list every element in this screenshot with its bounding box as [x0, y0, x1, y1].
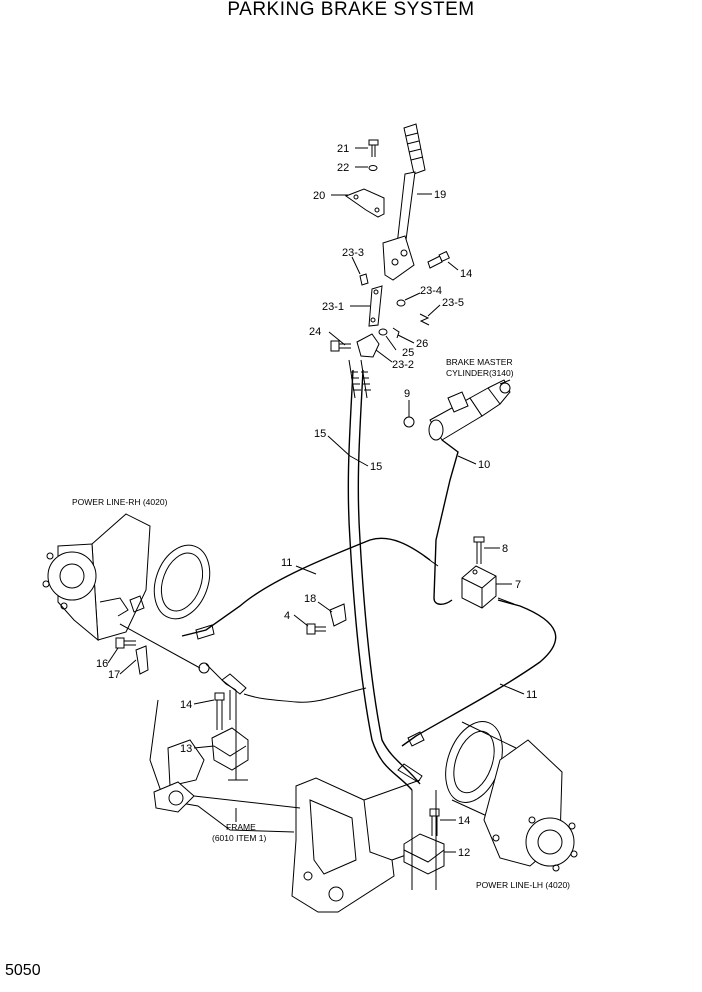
label-12: 12: [458, 847, 470, 859]
caption-frame-2: (6010 ITEM 1): [212, 833, 266, 843]
label-14-left: 14: [180, 699, 192, 711]
bolt-21: [368, 139, 379, 157]
bracket-12: [403, 833, 445, 875]
label-8: 8: [502, 543, 508, 555]
label-11-rh: 11: [281, 557, 292, 569]
caption-power-line-rh: POWER LINE-RH (4020): [72, 497, 168, 507]
page-title: PARKING BRAKE SYSTEM: [227, 0, 475, 20]
hand-brake-lever: [382, 123, 426, 281]
label-11-lh: 11: [526, 689, 537, 701]
label-18: 18: [304, 593, 316, 605]
caption-frame-1: FRAME: [226, 822, 256, 832]
link-23-1: [368, 285, 383, 327]
label-24: 24: [309, 326, 321, 338]
bolt-24: [330, 340, 351, 352]
label-23-4: 23-4: [420, 285, 442, 297]
clip-17: [135, 645, 149, 675]
brake-line-11-lh: [401, 599, 557, 747]
label-15-right: 15: [370, 461, 382, 473]
label-7: 7: [515, 579, 521, 591]
label-9: 9: [404, 388, 410, 400]
bolt-14-right: [429, 808, 440, 836]
label-20: 20: [313, 190, 325, 202]
label-23-1: 23-1: [322, 301, 344, 313]
washer-23-4: [396, 299, 406, 307]
label-14-right: 14: [458, 815, 470, 827]
label-13: 13: [180, 743, 192, 755]
spring-23-5: [419, 313, 430, 326]
washer-22: [368, 165, 378, 171]
bolt-14-upper: [427, 250, 450, 269]
label-23-2: 23-2: [392, 359, 414, 371]
clip-26: [392, 327, 400, 339]
label-17: 17: [108, 669, 120, 681]
label-22: 22: [337, 162, 349, 174]
caption-brake-master-2: CYLINDER(3140): [446, 368, 514, 378]
parking-cables-15: [347, 359, 421, 791]
pin-23-3: [359, 273, 369, 286]
page-number: 5050: [5, 962, 41, 979]
brake-tube-10: [433, 439, 459, 605]
bolt-8: [473, 536, 485, 564]
label-23-5: 23-5: [442, 297, 464, 309]
label-26: 26: [416, 338, 428, 350]
clevis-23-2: [356, 333, 380, 358]
label-16: 16: [96, 658, 108, 670]
power-line-lh: [445, 721, 578, 872]
leader-lines: [107, 147, 525, 853]
label-25: 25: [402, 347, 414, 359]
bolt-4: [306, 623, 326, 635]
brake-master-cylinder: [428, 379, 511, 441]
label-4: 4: [284, 610, 290, 622]
bracket-13: [211, 727, 249, 771]
label-21: 21: [337, 143, 349, 155]
power-line-rh: [42, 513, 211, 642]
bolt-16: [115, 637, 136, 649]
label-15-left: 15: [314, 428, 326, 440]
label-10: 10: [478, 459, 490, 471]
caption-power-line-lh: POWER LINE-LH (4020): [476, 880, 570, 890]
washer-25: [378, 328, 388, 336]
label-14-upper: 14: [460, 268, 472, 280]
brake-line-11-rh: [181, 537, 431, 637]
junction-block-7: [461, 565, 497, 609]
bracket-20: [344, 188, 385, 218]
label-23-3: 23-3: [342, 247, 364, 259]
bolt-14-left: [214, 692, 225, 730]
label-19: 19: [434, 189, 446, 201]
nut-9: [403, 416, 415, 428]
caption-brake-master-1: BRAKE MASTER: [446, 357, 513, 367]
clip-18: [329, 603, 347, 627]
